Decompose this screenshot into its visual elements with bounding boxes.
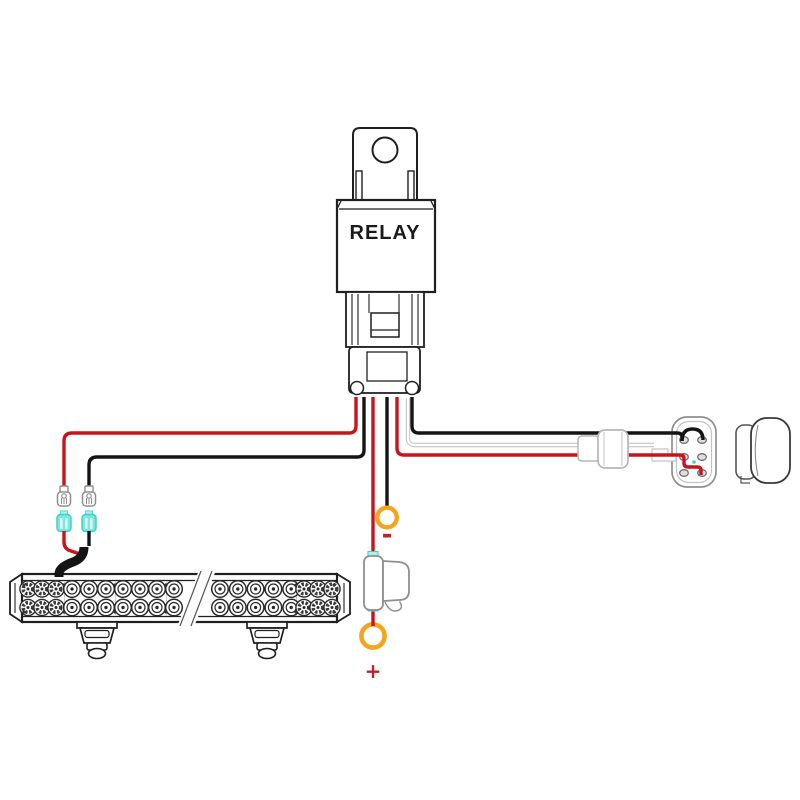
led-round xyxy=(62,598,82,617)
lightbar-leds xyxy=(19,579,341,617)
led-flower xyxy=(47,598,65,617)
relay: RELAY xyxy=(335,127,437,396)
female-connector-teal-2 xyxy=(81,510,97,533)
male-connector-red xyxy=(56,485,72,507)
led-round xyxy=(246,598,265,617)
led-flower xyxy=(47,580,65,598)
lightbar-bracket-left xyxy=(76,621,118,660)
led-round xyxy=(130,598,150,617)
led-round xyxy=(79,579,99,599)
fuse-holder-cap xyxy=(382,560,410,602)
led-round xyxy=(62,579,82,599)
wire-red-to-lightbar xyxy=(62,397,358,487)
led-round xyxy=(147,579,167,599)
inline-connectors xyxy=(54,485,97,577)
led-round xyxy=(228,579,247,599)
led-round xyxy=(264,598,283,617)
led-round xyxy=(164,598,184,617)
wire-black-to-lightbar xyxy=(87,397,366,487)
led-flower xyxy=(33,580,51,598)
led-round xyxy=(264,579,283,599)
led-round xyxy=(228,598,247,617)
wire-connector-sleeve xyxy=(577,429,629,469)
led-round xyxy=(79,598,99,617)
led-round xyxy=(210,579,230,599)
lightbar-break-mark xyxy=(177,570,216,627)
female-connector-teal-1 xyxy=(56,510,72,533)
relay-mounting-tab xyxy=(352,127,418,201)
lightbar-endcap-left xyxy=(9,572,23,624)
relay-socket-upper xyxy=(345,291,425,348)
relay-tab-slot-left xyxy=(355,170,363,201)
fuse-holder-lever xyxy=(384,601,403,612)
relay-tab-slot-right xyxy=(407,170,415,201)
led-round xyxy=(113,598,133,617)
ring-terminal-positive xyxy=(359,622,387,650)
led-round xyxy=(147,598,167,617)
wire-black-to-switch xyxy=(410,397,684,441)
male-connector-black xyxy=(81,485,97,507)
negative-label: - xyxy=(382,520,393,550)
switch-terminal xyxy=(697,453,707,461)
led-light-bar xyxy=(9,570,351,660)
lightbar-bracket-right xyxy=(246,621,288,660)
relay-label: RELAY xyxy=(350,222,421,244)
led-round xyxy=(210,598,230,617)
led-round xyxy=(130,579,150,599)
led-flower xyxy=(323,598,341,617)
positive-label: + xyxy=(365,659,382,683)
led-flower xyxy=(295,580,313,598)
relay-body xyxy=(335,198,437,294)
rocker-switch-cap xyxy=(735,417,791,484)
lightbar-pigtail-red xyxy=(62,531,81,556)
wire-red-to-switch xyxy=(395,397,703,475)
led-flower xyxy=(295,598,313,617)
led-round xyxy=(164,579,184,599)
led-round xyxy=(246,579,265,599)
relay-socket-connector xyxy=(348,346,421,396)
led-round xyxy=(113,579,133,599)
led-round xyxy=(96,598,116,617)
socket-ear-left xyxy=(349,380,365,396)
led-flower xyxy=(33,598,51,617)
led-flower xyxy=(323,580,341,598)
lightbar-cable xyxy=(54,546,89,577)
switch-jumper-bridge xyxy=(680,427,705,442)
switch-terminal xyxy=(679,469,689,477)
led-flower xyxy=(309,580,327,598)
socket-ear-right xyxy=(404,380,420,396)
lightbar-screws xyxy=(22,583,336,614)
switch-indicator-dot xyxy=(692,460,696,464)
relay-mounting-hole xyxy=(371,136,399,164)
ring-terminal-negative xyxy=(375,505,400,530)
led-round xyxy=(96,579,116,599)
fuse-holder xyxy=(363,551,410,612)
